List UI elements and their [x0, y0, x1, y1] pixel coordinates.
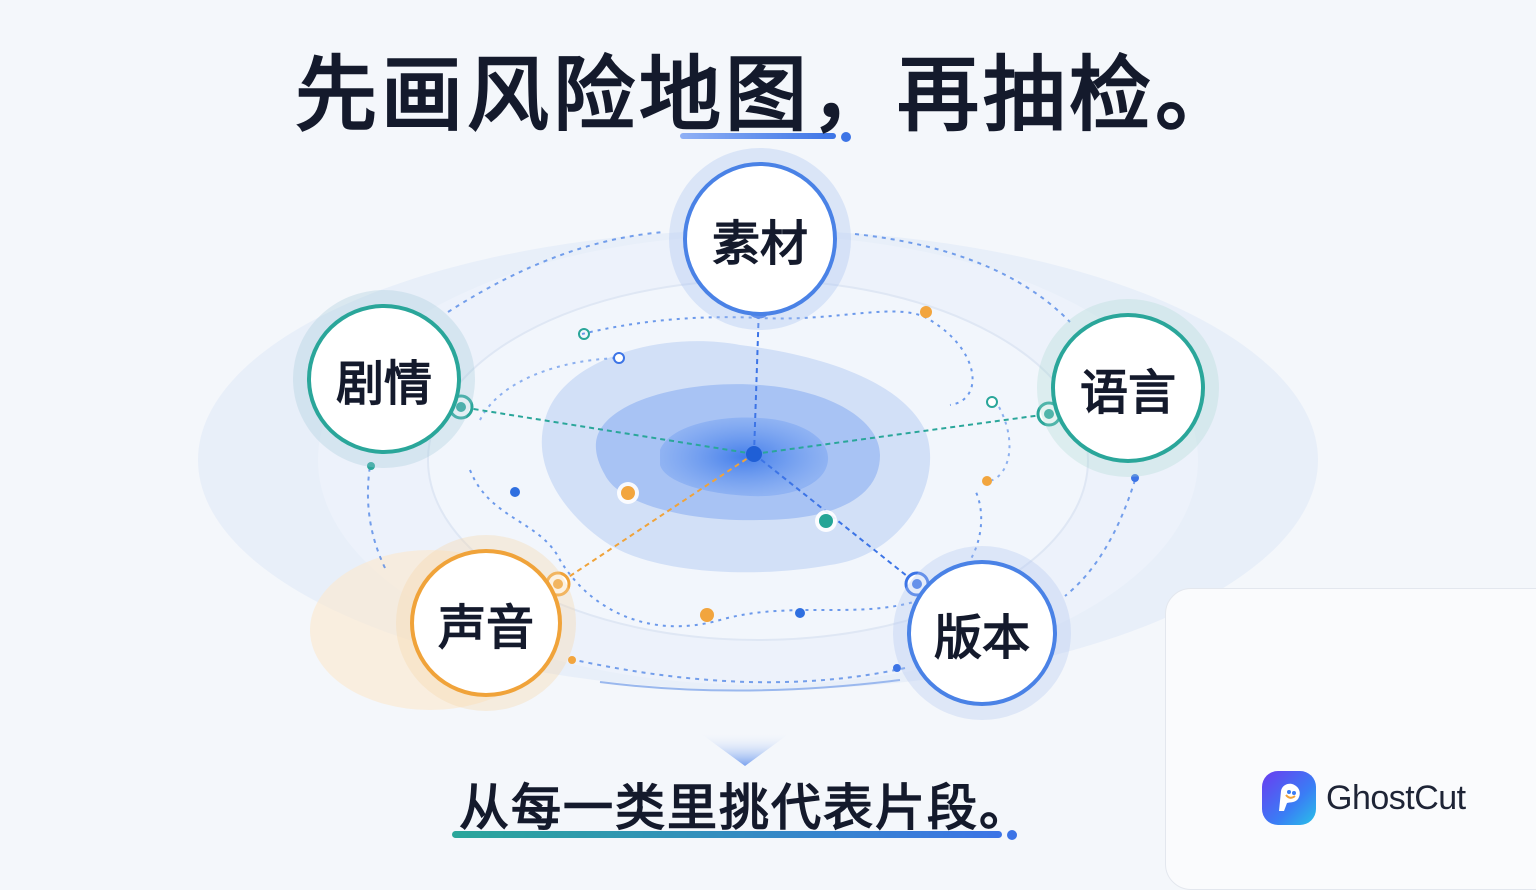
node-plot: 剧情 — [307, 304, 461, 454]
connector-plot — [460, 406, 755, 455]
caption-underline-dot — [1007, 830, 1017, 840]
sample-point-teal-4 — [367, 462, 375, 470]
path-loop-3 — [479, 357, 1011, 483]
sample-point-orange-4 — [982, 476, 992, 486]
connector-audio — [557, 453, 755, 585]
page-title: 先画风险地图，再抽检。 — [294, 48, 1241, 143]
node-material: 素材 — [683, 162, 837, 316]
sample-point-blue-4 — [1131, 474, 1139, 482]
sample-point-blue-5 — [893, 664, 901, 672]
caption-underline — [452, 831, 1002, 838]
connector-language — [753, 413, 1050, 455]
sample-point-blue-1 — [510, 487, 520, 497]
sample-point-orange-1 — [617, 482, 639, 504]
sample-point-teal-3 — [986, 396, 998, 408]
node-language: 语言 — [1051, 313, 1205, 463]
connector-material — [753, 305, 760, 455]
orbit-solid — [599, 679, 901, 692]
corner-panel — [1165, 588, 1536, 890]
title-underline-dot — [841, 132, 851, 142]
caption: 从每一类里挑代表片段。 — [459, 779, 1031, 837]
title-underline — [680, 133, 836, 139]
sample-point-teal-2 — [578, 328, 590, 340]
sample-point-orange-5 — [568, 656, 576, 664]
sample-point-blue-3 — [613, 352, 625, 364]
sample-point-orange-2 — [700, 608, 714, 622]
center-point — [746, 446, 762, 462]
sample-point-blue-2 — [795, 608, 805, 618]
brand-logo: GhostCut — [1262, 770, 1466, 826]
node-version: 版本 — [907, 560, 1057, 706]
path-loop-2 — [469, 469, 983, 628]
ghost-icon — [1262, 771, 1316, 825]
brand-name: GhostCut — [1326, 778, 1466, 817]
orbit-dashed — [366, 231, 1136, 684]
node-audio: 声音 — [410, 549, 562, 697]
down-arrow — [700, 733, 790, 766]
sample-point-teal-1 — [815, 510, 837, 532]
risk-blob-core — [660, 417, 829, 497]
sample-point-orange-3 — [920, 306, 932, 318]
connector-version — [753, 453, 918, 585]
